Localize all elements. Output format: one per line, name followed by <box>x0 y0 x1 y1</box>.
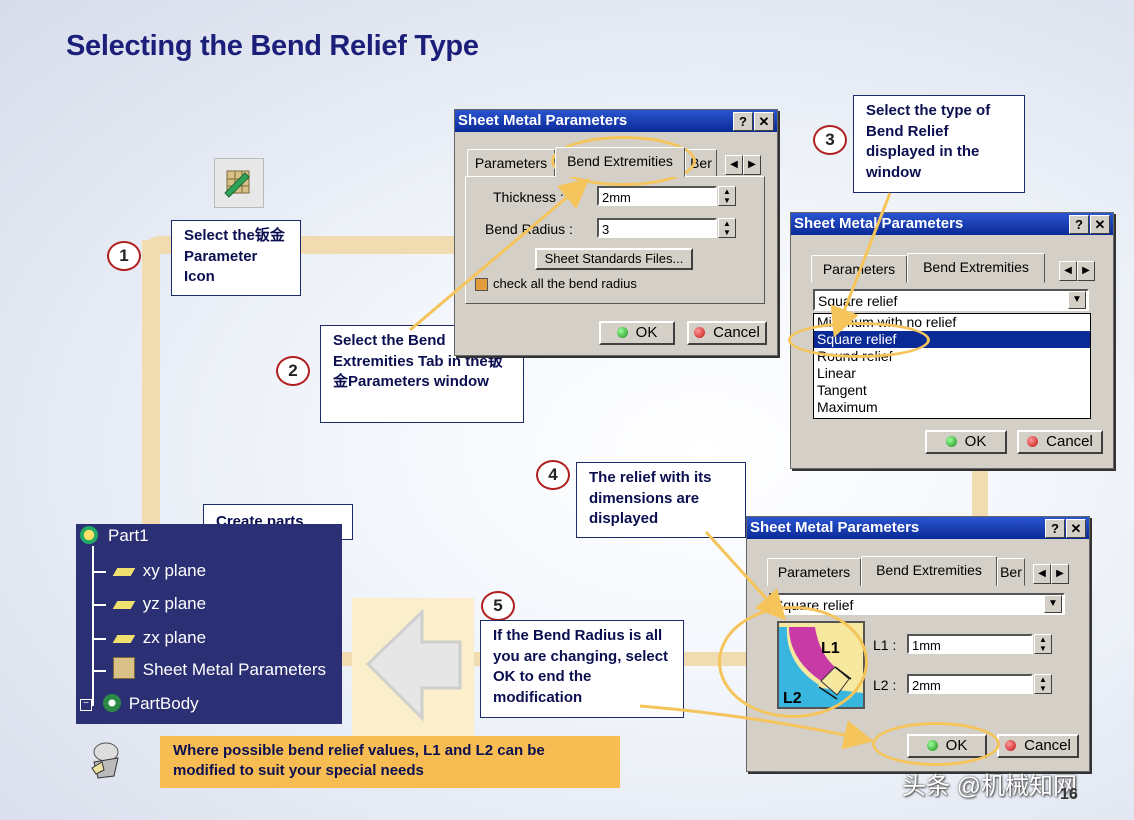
step-number-1: 1 <box>107 241 141 271</box>
specification-tree: Part1 xy plane yz plane zx plane Sheet M… <box>76 524 342 724</box>
thickness-spinner[interactable]: ▲▼ <box>718 186 736 206</box>
step-number-2: 2 <box>276 356 310 386</box>
cancel-button[interactable]: Cancel <box>1017 430 1103 454</box>
ok-button[interactable]: OK <box>925 430 1007 454</box>
l1-spinner[interactable]: ▲▼ <box>1034 634 1052 654</box>
relief-type-select[interactable]: Square relief <box>813 289 1089 311</box>
help-button[interactable]: ? <box>1069 215 1089 234</box>
callout-step-2: Select the Bend Extremities Tab in the钣金… <box>320 325 524 423</box>
tab-scroll-left[interactable]: ◀ <box>1059 261 1077 281</box>
tab-parameters[interactable]: Parameters <box>767 558 861 586</box>
relief-option[interactable]: Linear <box>817 365 856 381</box>
relief-type-dropdown-icon[interactable]: ▼ <box>1068 291 1086 309</box>
dialog-titlebar: Sheet Metal Parameters ? ✕ <box>791 213 1113 235</box>
tab-bend-extremities[interactable]: Bend Extremities <box>555 147 685 177</box>
dialog-titlebar: Sheet Metal Parameters ? ✕ <box>455 110 777 132</box>
check-all-checkbox[interactable] <box>475 278 488 291</box>
tab-scroll-left[interactable]: ◀ <box>1033 564 1051 584</box>
sheet-metal-dialog-parameters: Sheet Metal Parameters ? ✕ Parameters Be… <box>454 109 778 356</box>
page-title: Selecting the Bend Relief Type <box>66 30 479 62</box>
part-icon <box>80 526 98 544</box>
back-arrow-graphic <box>352 598 474 738</box>
tab-scroll-right[interactable]: ▶ <box>1077 261 1095 281</box>
close-button[interactable]: ✕ <box>1090 215 1110 234</box>
step-number-4: 4 <box>536 460 570 490</box>
tab-scroll-right[interactable]: ▶ <box>743 155 761 175</box>
tab-bend-extremities[interactable]: Bend Extremities <box>907 253 1045 283</box>
hint-icon <box>88 740 124 780</box>
thickness-label: Thickness : <box>493 189 564 205</box>
tree-line <box>92 546 94 706</box>
callout-step-4: The relief with its dimensions are displ… <box>576 462 746 538</box>
l1-field[interactable]: 1mm <box>907 634 1033 654</box>
sheet-metal-parameters-icon[interactable] <box>214 158 264 208</box>
relief-type-dropdown-icon[interactable]: ▼ <box>1044 595 1062 613</box>
l2-label: L2 : <box>873 677 897 693</box>
ok-icon <box>616 327 628 338</box>
callout-step-1: Select the钣金Parameter Icon <box>171 220 301 296</box>
cancel-button[interactable]: Cancel <box>687 321 767 345</box>
callout-step-5: If the Bend Radius is all you are changi… <box>480 620 684 718</box>
sheet-metal-icon <box>112 657 135 679</box>
bend-radius-spinner[interactable]: ▲▼ <box>718 218 736 238</box>
relief-option[interactable]: Maximum <box>817 399 878 415</box>
l1-label: L1 : <box>873 637 897 653</box>
watermark: 头条 @机械知网 <box>902 773 1078 800</box>
ok-icon <box>945 436 957 447</box>
ok-button[interactable]: OK <box>599 321 675 345</box>
highlight-relief-preview <box>718 606 868 718</box>
help-button[interactable]: ? <box>733 112 753 131</box>
sheet-standards-files-button[interactable]: Sheet Standards Files... <box>535 248 693 270</box>
close-button[interactable]: ✕ <box>754 112 774 131</box>
l2-field[interactable]: 2mm <box>907 674 1033 694</box>
tab-scroll-left[interactable]: ◀ <box>725 155 743 175</box>
check-all-label: check all the bend radius <box>493 276 637 291</box>
l2-spinner[interactable]: ▲▼ <box>1034 674 1052 694</box>
tree-root[interactable]: Part1 <box>80 521 149 551</box>
cancel-icon <box>694 327 706 338</box>
tab-bend-extremities[interactable]: Bend Extremities <box>861 556 997 586</box>
dialog-title: Sheet Metal Parameters <box>750 519 920 536</box>
dialog-title: Sheet Metal Parameters <box>458 112 628 129</box>
close-button[interactable]: ✕ <box>1066 519 1086 538</box>
relief-type-select[interactable]: Square relief <box>769 593 1065 615</box>
relief-option[interactable]: Tangent <box>817 382 867 398</box>
tab-parameters[interactable]: Parameters <box>467 149 555 177</box>
page-number: 16 <box>1060 786 1078 803</box>
tab-bend-more[interactable]: Ber <box>997 558 1025 586</box>
partbody-icon <box>102 694 121 712</box>
step-number-5: 5 <box>481 591 515 621</box>
cancel-icon <box>1005 740 1017 751</box>
highlight-square-relief <box>788 322 930 358</box>
help-button[interactable]: ? <box>1045 519 1065 538</box>
bend-radius-field[interactable]: 3 <box>597 218 717 238</box>
sheet-metal-dialog-relief-list: Sheet Metal Parameters ? ✕ Parameters Be… <box>790 212 1114 469</box>
tree-item-xy-plane[interactable]: xy plane <box>92 556 206 586</box>
flow-path-left <box>142 240 160 530</box>
tree-item-yz-plane[interactable]: yz plane <box>92 589 206 619</box>
tree-item-sheet-metal-parameters[interactable]: Sheet Metal Parameters <box>92 655 326 685</box>
tab-scroll-right[interactable]: ▶ <box>1051 564 1069 584</box>
dialog-titlebar: Sheet Metal Parameters ? ✕ <box>747 517 1089 539</box>
note-box: Where possible bend relief values, L1 an… <box>160 736 620 788</box>
tree-item-partbody[interactable]: − PartBody <box>80 689 199 719</box>
tree-item-zx-plane[interactable]: zx plane <box>92 623 206 653</box>
flow-path-right <box>972 466 988 516</box>
cancel-icon <box>1027 436 1039 447</box>
step-number-3: 3 <box>813 125 847 155</box>
thickness-field[interactable]: 2mm <box>597 186 717 206</box>
highlight-bend-extremities-tab <box>551 136 696 186</box>
callout-step-3: Select the type of Bend Relief displayed… <box>853 95 1025 193</box>
